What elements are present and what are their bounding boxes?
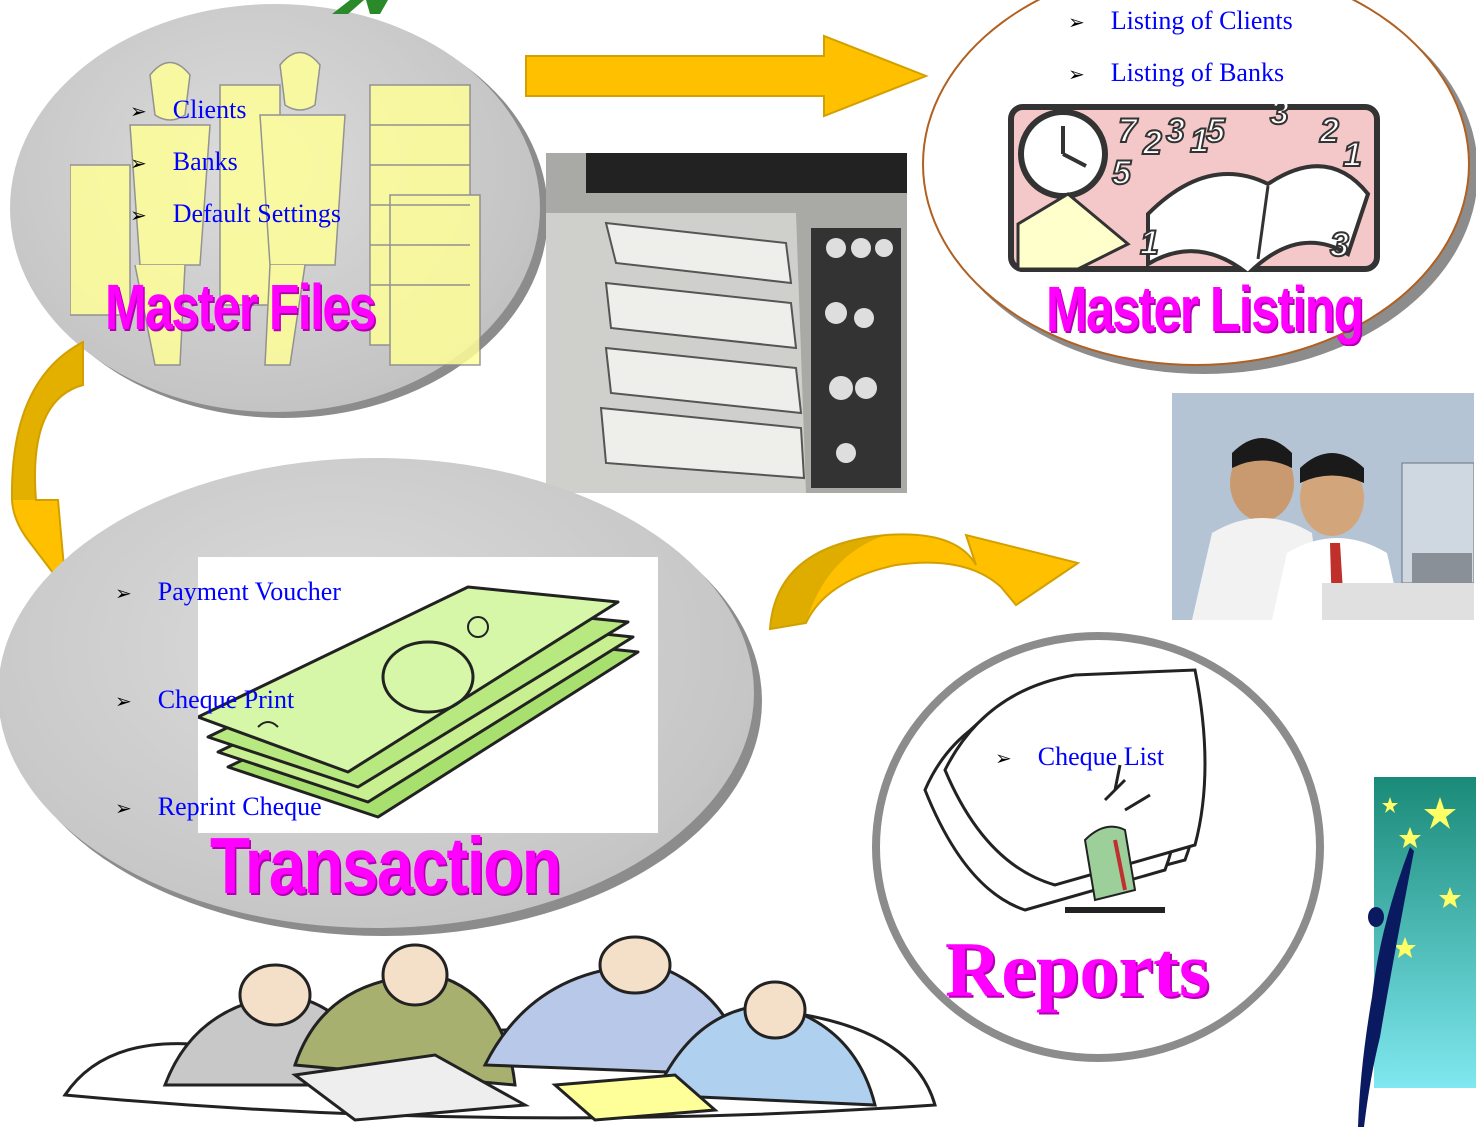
arrow-bullet-icon: ➢ [995,748,1012,770]
transaction-item: ➢Cheque Print [115,685,295,714]
curved-arrow-down [10,340,84,594]
arrow-bullet-icon: ➢ [115,691,132,713]
arrow-bullet-icon: ➢ [1068,12,1085,34]
cash-drawer-photo [546,153,907,493]
master-listing-item: ➢Listing of Banks [1068,58,1285,87]
clipart-number: 3 [1330,226,1349,264]
money-stack-clipart [198,585,640,819]
master-files-item: ➢Banks [130,147,238,176]
arrow-bullet-icon: ➢ [130,101,147,123]
reports-title: Reports [945,926,1210,1013]
arrow-bullet-icon: ➢ [130,205,147,227]
master-listing-item: ➢Listing of Clients [1068,6,1293,35]
clipart-number: 2 [1319,112,1339,150]
master-listing-title: Master Listing [1046,273,1364,345]
clipart-number: 1 [1190,122,1209,160]
clipart-number: 5 [1206,112,1226,150]
arrow-bullet-icon: ➢ [115,798,132,820]
reaching-for-stars-clipart [1358,777,1476,1127]
transaction-title: Transaction [210,821,562,910]
clock-and-book-clipart: 7 2 3 1 5 3 2 1 5 1 3 [1008,104,1380,272]
clipart-number: 3 [1166,112,1185,150]
transaction-item: ➢Reprint Cheque [115,792,322,821]
clipart-number: 1 [1140,224,1159,262]
clipart-number: 2 [1142,124,1162,162]
arrow-bullet-icon: ➢ [130,153,147,175]
master-files-item: ➢Clients [130,95,247,124]
curved-arrow-right [768,533,1081,631]
workers-with-boxes-clipart [70,51,481,366]
master-files-title: Master Files [105,271,376,343]
flow-arrow-right [525,34,929,118]
clipart-number: 1 [1343,136,1362,174]
master-files-item: ➢Default Settings [130,199,342,228]
top-decoration [332,0,388,14]
clipart-number: 5 [1112,154,1132,192]
arrow-bullet-icon: ➢ [1068,64,1085,86]
reports-item: ➢Cheque List [995,742,1165,771]
businessmen-at-computer-photo [1172,393,1474,620]
arrow-bullet-icon: ➢ [115,583,132,605]
clipart-number: 7 [1118,112,1139,150]
team-meeting-clipart [62,935,937,1122]
transaction-item: ➢Payment Voucher [115,577,341,606]
man-under-paper-pile-clipart [923,668,1207,913]
clipart-number: 3 [1270,104,1289,132]
